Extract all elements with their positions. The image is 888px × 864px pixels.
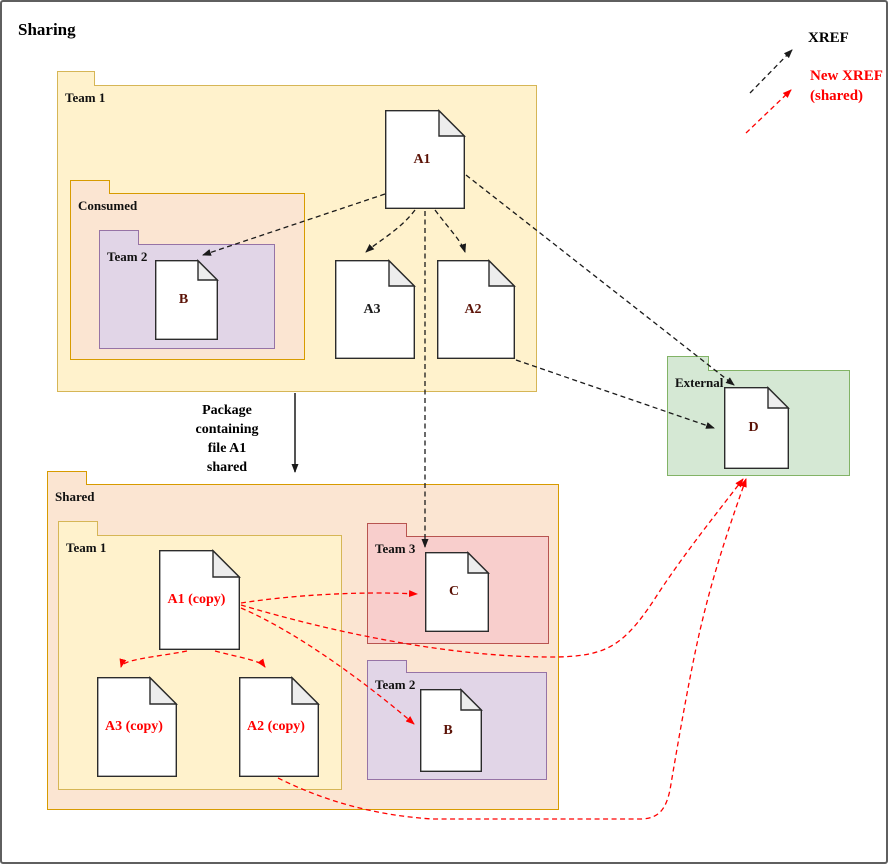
file-a3-label: A3 bbox=[363, 301, 381, 317]
file-a1: A1 bbox=[385, 109, 466, 209]
file-icon bbox=[97, 676, 178, 777]
file-a2-label: A2 bbox=[464, 301, 482, 317]
folder-team1-top-tab bbox=[57, 71, 95, 86]
file-b-shared-label: B bbox=[443, 722, 453, 738]
folder-team2-top-label: Team 2 bbox=[107, 249, 148, 264]
package-label-line3: file A1 bbox=[207, 441, 247, 456]
file-icon bbox=[335, 259, 416, 359]
folder-team1-shared-tab bbox=[58, 521, 98, 536]
legend-new-xref-line1: New XREF bbox=[810, 68, 883, 84]
file-b-consumed: B bbox=[155, 259, 219, 340]
folder-team3-shared-tab bbox=[367, 523, 407, 537]
file-a1-copy: A1 (copy) bbox=[159, 549, 241, 650]
file-icon bbox=[155, 259, 219, 340]
file-a1-label: A1 bbox=[413, 151, 431, 167]
file-a2: A2 bbox=[437, 259, 516, 359]
package-arrow-label: Package containing file A1 shared bbox=[172, 401, 282, 477]
package-label-line2: containing bbox=[195, 422, 259, 437]
legend-new-xref-line2: (shared) bbox=[810, 88, 864, 104]
folder-consumed-label: Consumed bbox=[78, 198, 138, 213]
file-d-label: D bbox=[748, 420, 759, 435]
package-label-line1: Package bbox=[202, 403, 252, 418]
page-title: Sharing bbox=[18, 20, 76, 39]
legend-new-xref-label: New XREF (shared) bbox=[810, 66, 883, 106]
file-a3-copy: A3 (copy) bbox=[97, 676, 178, 777]
file-c: C bbox=[425, 551, 490, 632]
folder-consumed-tab bbox=[70, 180, 110, 194]
legend-new-xref-arrow bbox=[745, 89, 792, 134]
file-icon bbox=[385, 109, 466, 209]
folder-team1-top-label: Team 1 bbox=[65, 90, 106, 105]
file-icon bbox=[159, 549, 241, 650]
file-b-consumed-label: B bbox=[178, 292, 189, 307]
folder-team1-shared-label: Team 1 bbox=[66, 540, 107, 555]
file-c-label: C bbox=[448, 584, 460, 599]
file-a3: A3 bbox=[335, 259, 416, 359]
folder-shared-label: Shared bbox=[55, 489, 95, 504]
file-icon bbox=[724, 386, 790, 469]
folder-team2-top-tab bbox=[99, 230, 139, 245]
folder-external-tab bbox=[667, 356, 709, 371]
file-b-shared: B bbox=[420, 688, 483, 772]
folder-team3-shared-label: Team 3 bbox=[375, 541, 416, 556]
legend-xref-arrow bbox=[749, 49, 793, 94]
file-a2-copy-label: A2 (copy) bbox=[247, 719, 305, 734]
folder-team2-shared-label: Team 2 bbox=[375, 677, 416, 692]
file-a3-copy-label: A3 (copy) bbox=[105, 719, 163, 734]
folder-shared-tab bbox=[47, 471, 87, 485]
package-label-line4: shared bbox=[206, 460, 248, 475]
file-a1-copy-label: A1 (copy) bbox=[167, 592, 226, 607]
folder-external-label: External bbox=[675, 375, 724, 390]
folder-team2-shared-tab bbox=[367, 660, 407, 673]
legend-xref-label: XREF bbox=[808, 30, 849, 46]
file-a2-copy: A2 (copy) bbox=[239, 676, 320, 777]
file-d: D bbox=[724, 386, 790, 469]
